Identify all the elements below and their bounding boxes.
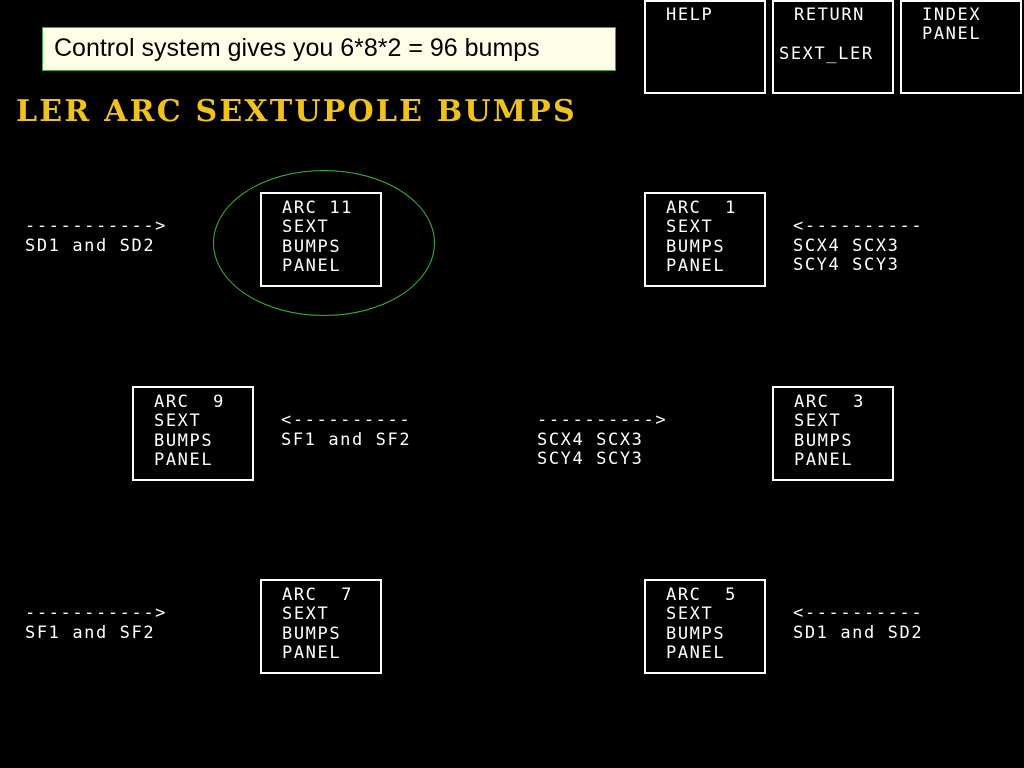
row3-left-arrow: -----------> xyxy=(25,603,168,623)
arc-7-line3: BUMPS xyxy=(282,624,342,644)
arc-3-line1: ARC 3 xyxy=(794,392,866,412)
row1-right-sextupoles-x: SCX4 SCX3 xyxy=(793,236,900,256)
row2-right-arrow: ----------> xyxy=(537,410,668,430)
arc-5-line2: SEXT xyxy=(666,604,714,624)
callout-text: Control system gives you 6*8*2 = 96 bump… xyxy=(54,34,540,62)
row2-right-sextupoles-x: SCX4 SCX3 xyxy=(537,430,644,450)
index-panel-button[interactable]: INDEX PANEL xyxy=(900,0,1022,94)
return-target-label: SEXT_LER xyxy=(779,44,874,64)
arc-9-line1: ARC 9 xyxy=(154,392,226,412)
arc-7-line2: SEXT xyxy=(282,604,330,624)
arc-5-line1: ARC 5 xyxy=(666,585,738,605)
arc-11-line2: SEXT xyxy=(282,217,330,237)
arc-11-line4: PANEL xyxy=(282,256,342,276)
arc-11-panel-button[interactable]: ARC 11 SEXT BUMPS PANEL xyxy=(260,192,382,287)
index-panel-label: PANEL xyxy=(922,24,982,44)
help-button[interactable]: HELP xyxy=(644,0,766,94)
arc-3-line4: PANEL xyxy=(794,450,854,470)
arc-9-panel-button[interactable]: ARC 9 SEXT BUMPS PANEL xyxy=(132,386,254,481)
page-title: LER ARC SEXTUPOLE BUMPS xyxy=(16,94,577,129)
arc-7-line4: PANEL xyxy=(282,643,342,663)
arc-3-line3: BUMPS xyxy=(794,431,854,451)
index-label: INDEX xyxy=(922,5,982,25)
arc-7-panel-button[interactable]: ARC 7 SEXT BUMPS PANEL xyxy=(260,579,382,674)
arc-5-line3: BUMPS xyxy=(666,624,726,644)
row1-left-arrow: -----------> xyxy=(25,216,168,236)
arc-1-panel-button[interactable]: ARC 1 SEXT BUMPS PANEL xyxy=(644,192,766,287)
arc-7-line1: ARC 7 xyxy=(282,585,354,605)
arc-3-line2: SEXT xyxy=(794,411,842,431)
return-button[interactable]: RETURN SEXT_LER xyxy=(772,0,894,94)
arc-11-line1: ARC 11 xyxy=(282,198,354,218)
arc-1-line3: BUMPS xyxy=(666,237,726,257)
row2-right-sextupoles-y: SCY4 SCY3 xyxy=(537,449,644,469)
arc-5-line4: PANEL xyxy=(666,643,726,663)
row2-left-sextupoles: SF1 and SF2 xyxy=(281,430,412,450)
arc-5-panel-button[interactable]: ARC 5 SEXT BUMPS PANEL xyxy=(644,579,766,674)
help-label: HELP xyxy=(666,5,714,25)
arc-11-line3: BUMPS xyxy=(282,237,342,257)
arc-9-line4: PANEL xyxy=(154,450,214,470)
arc-1-line2: SEXT xyxy=(666,217,714,237)
arc-9-line3: BUMPS xyxy=(154,431,214,451)
row3-right-arrow: <---------- xyxy=(793,603,924,623)
arc-1-line1: ARC 1 xyxy=(666,198,738,218)
row3-right-sextupoles: SD1 and SD2 xyxy=(793,623,924,643)
arc-9-line2: SEXT xyxy=(154,411,202,431)
row3-left-sextupoles: SF1 and SF2 xyxy=(25,623,156,643)
row2-left-arrow: <---------- xyxy=(281,410,412,430)
row1-right-arrow: <---------- xyxy=(793,216,924,236)
row1-right-sextupoles-y: SCY4 SCY3 xyxy=(793,255,900,275)
callout-note: Control system gives you 6*8*2 = 96 bump… xyxy=(42,27,616,71)
row1-left-sextupoles: SD1 and SD2 xyxy=(25,236,156,256)
arc-3-panel-button[interactable]: ARC 3 SEXT BUMPS PANEL xyxy=(772,386,894,481)
return-label: RETURN xyxy=(794,5,866,25)
arc-1-line4: PANEL xyxy=(666,256,726,276)
